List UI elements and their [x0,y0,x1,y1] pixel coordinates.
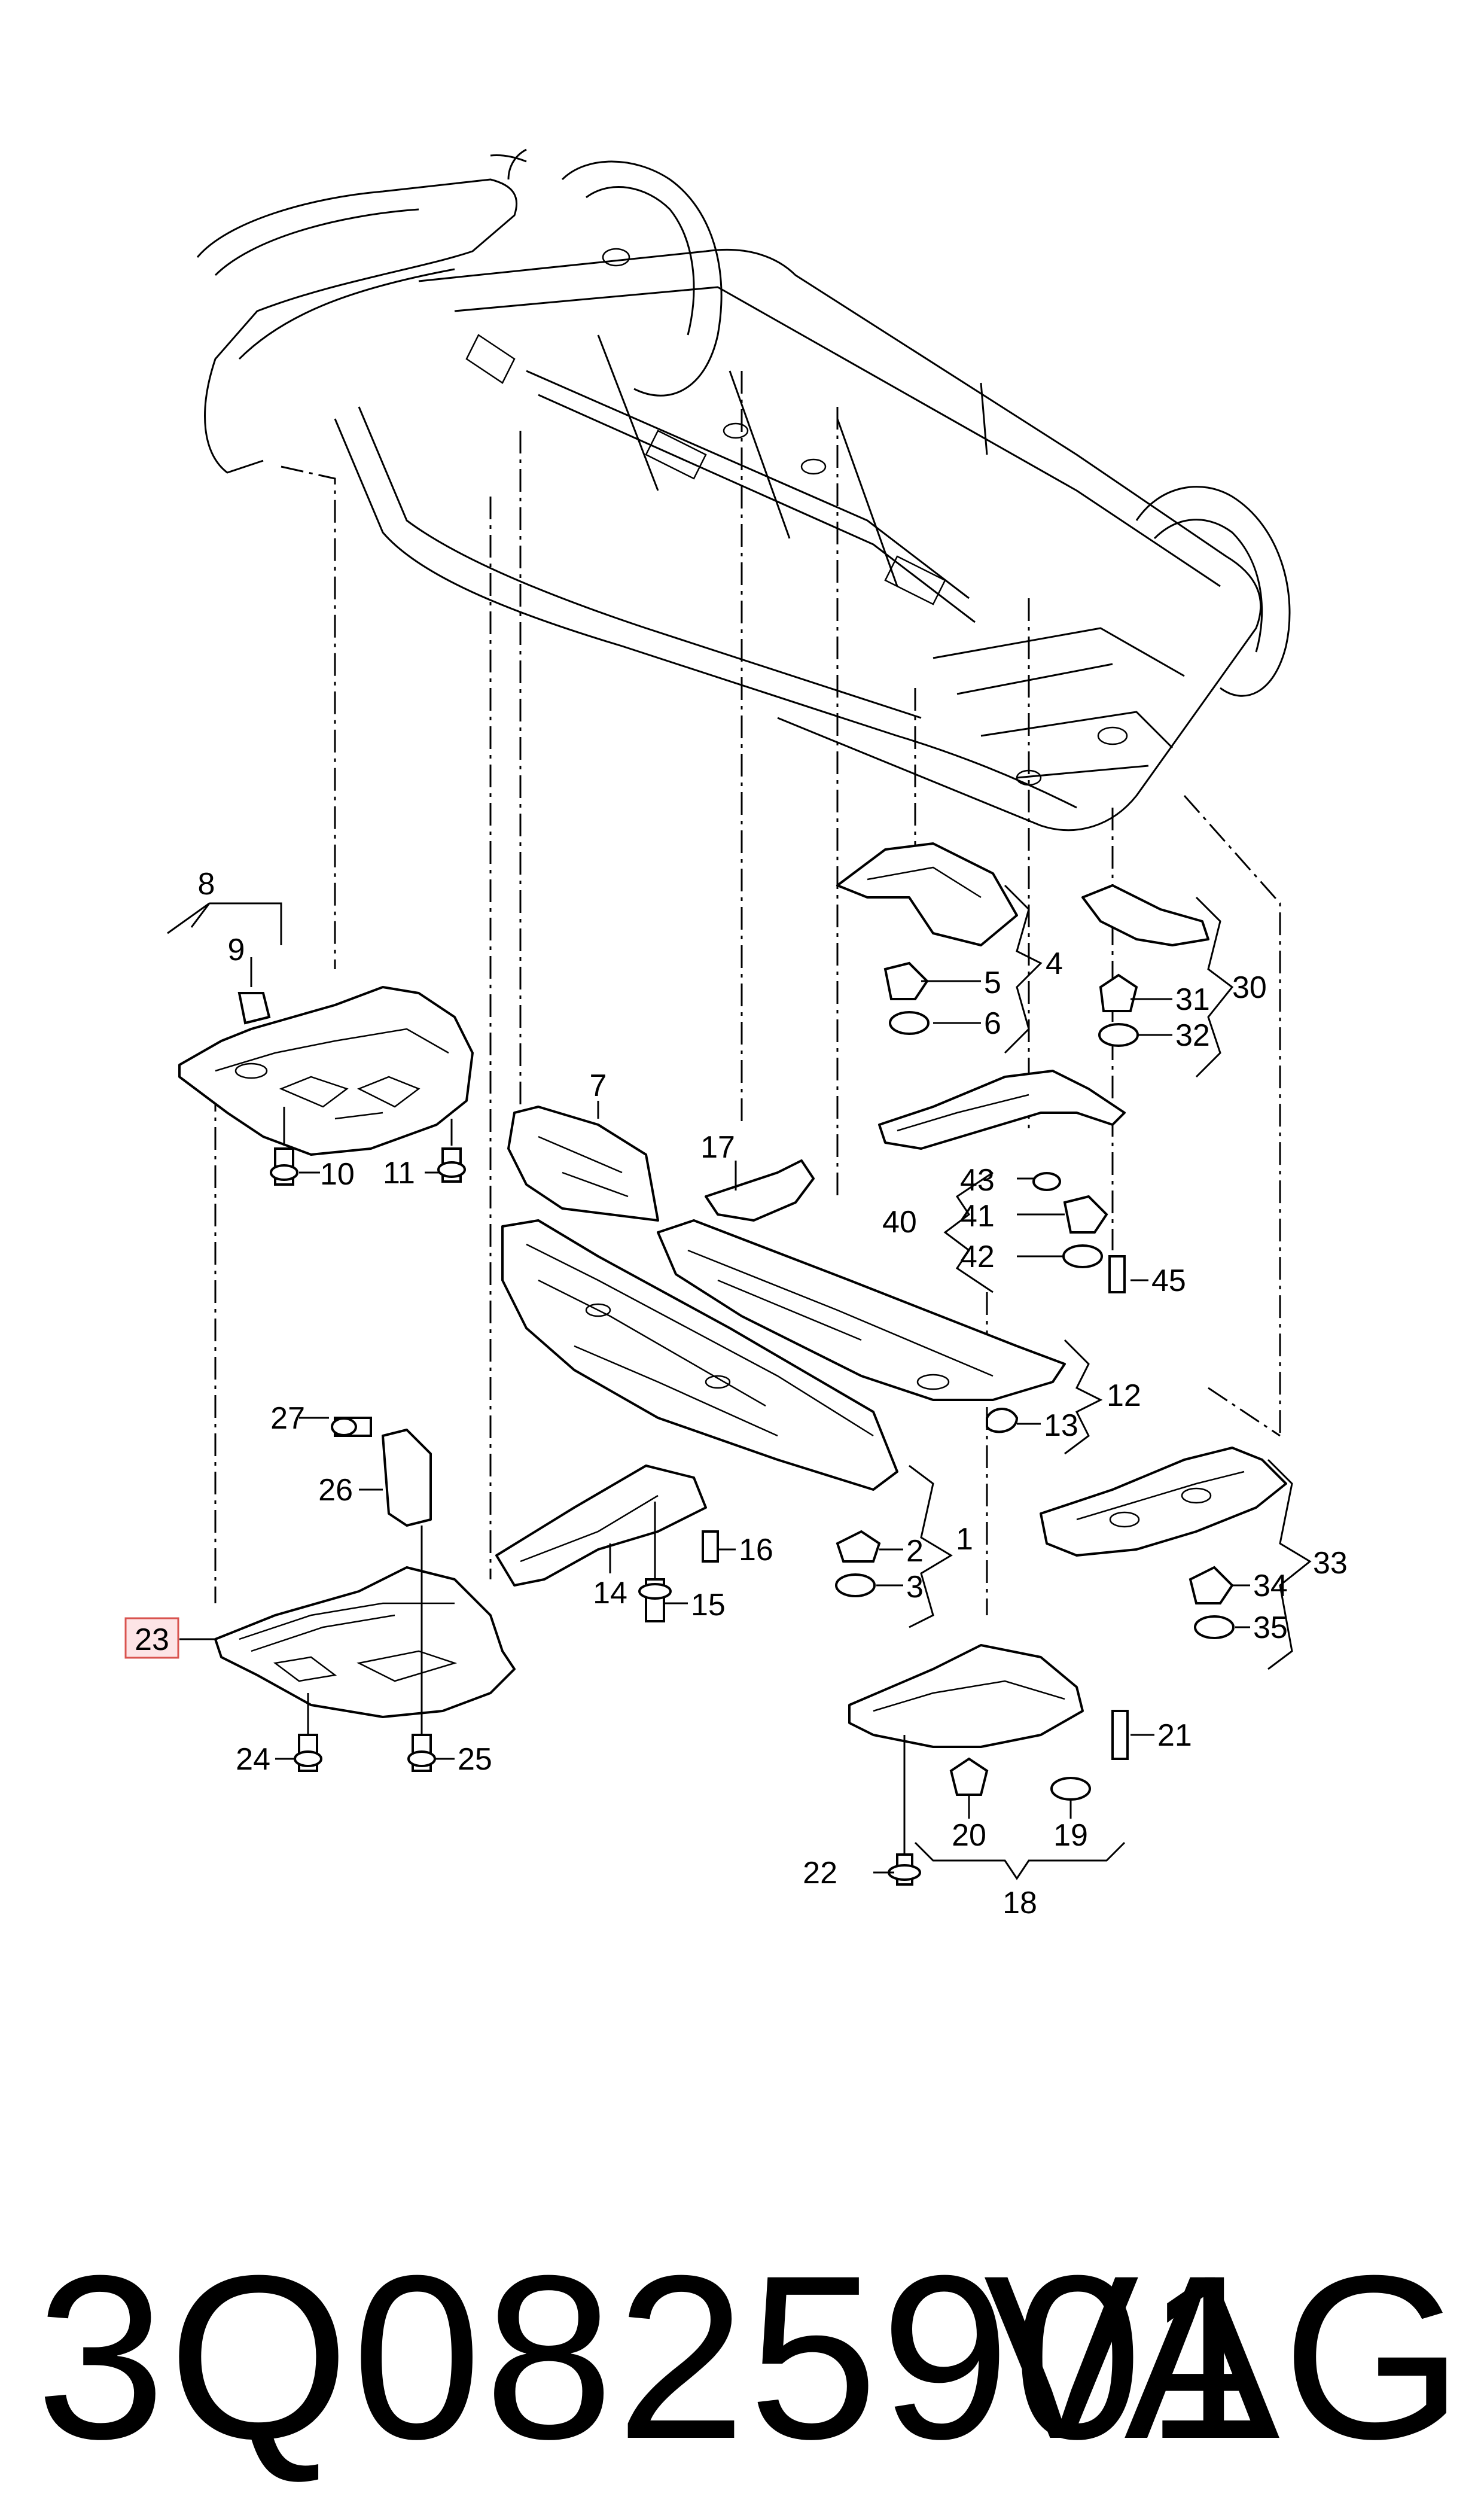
callout-24: 24 [236,1742,270,1777]
part-5-clip [883,961,929,1000]
callout-23: 23 [135,1622,169,1657]
exploded-parts-diagram: 8 9 10 11 7 17 5 6 4 31 32 30 43 40 41 4… [124,148,1348,1920]
callout-labels: 8 9 10 11 7 17 5 6 4 31 32 30 43 40 41 4… [124,867,1348,1920]
footer: 3Q0825901 VAG [0,2213,1484,2489]
parts-2-3-hardware [835,1530,881,1597]
part-16-bolt [702,1530,719,1563]
part-43-washer [1032,1172,1061,1191]
vehicle-underbody [196,148,1291,832]
part-41-clip [1063,1195,1108,1234]
part-number: 3Q0825901 [36,2227,1277,2487]
callout-15: 15 [691,1588,726,1622]
callout-32: 32 [1175,1018,1210,1053]
callout-10: 10 [320,1157,355,1192]
part-33-rear-shield [1040,1447,1287,1639]
callout-25: 25 [458,1742,492,1777]
part-30-bracket [1081,884,1209,1047]
part-13-nut [986,1408,1019,1433]
callout-12: 12 [1107,1378,1141,1413]
callout-21: 21 [1157,1718,1192,1753]
callout-17: 17 [700,1130,735,1165]
callout-4: 4 [1046,946,1063,981]
part-2-clip [836,1530,881,1563]
callout-34: 34 [1253,1569,1288,1603]
callout-14: 14 [593,1576,627,1610]
callout-9: 9 [228,933,245,967]
part-42-nut [1062,1244,1103,1268]
callout-26: 26 [318,1473,353,1508]
callout-1: 1 [956,1522,973,1557]
part-34-clip [1189,1566,1234,1604]
callout-30: 30 [1232,970,1267,1005]
part-45-bolt [1108,1255,1126,1293]
callout-19: 19 [1053,1818,1088,1853]
callout-31: 31 [1175,982,1210,1017]
callout-42: 42 [960,1240,995,1274]
part-17-small-panel [705,1159,815,1222]
callout-5: 5 [984,966,1001,1000]
leader-lines [167,884,1312,1880]
brand-name: VAG [983,2227,1466,2487]
part-18-center-shield [848,1644,1129,1886]
callout-3: 3 [906,1570,924,1604]
part-7-panel [507,1106,659,1222]
callout-22: 22 [803,1856,837,1890]
part-6-nut [889,1011,930,1035]
part-35-nut [1194,1615,1235,1639]
callout-33: 33 [1313,1546,1348,1581]
part-20-clip [949,1757,989,1796]
callout-23-highlight-box [124,1617,179,1659]
part-12-side-panel [657,1219,1066,1433]
callout-43: 43 [960,1163,995,1198]
callout-18: 18 [1002,1886,1037,1920]
part-8-front-shield [178,986,474,1186]
part-14-panel [495,1464,719,1622]
callout-16: 16 [739,1533,773,1567]
part-31-clip [1099,973,1138,1012]
part-23-engine-undershield [214,1417,516,1772]
callout-13: 13 [1044,1408,1078,1443]
callout-11: 11 [383,1156,415,1191]
callout-8: 8 [198,867,215,902]
callout-45: 45 [1151,1263,1186,1298]
callout-27: 27 [270,1401,305,1436]
part-32-nut [1098,1023,1139,1047]
callout-20: 20 [952,1818,986,1853]
part-1-side-panel [501,1219,898,1491]
callout-7: 7 [590,1068,607,1103]
callout-2: 2 [906,1534,924,1569]
callout-41: 41 [960,1199,995,1234]
part-19-nut [1050,1777,1091,1801]
part-40-duct [878,1070,1126,1293]
part-21-bolt [1111,1710,1129,1760]
callout-35: 35 [1253,1610,1288,1645]
part-9-clip [237,992,271,1025]
part-3-nut [835,1573,876,1597]
callout-6: 6 [984,1006,1001,1041]
part-4-bracket [836,842,1018,1035]
part-26-bracket [382,1429,432,1527]
callout-40: 40 [882,1205,917,1240]
